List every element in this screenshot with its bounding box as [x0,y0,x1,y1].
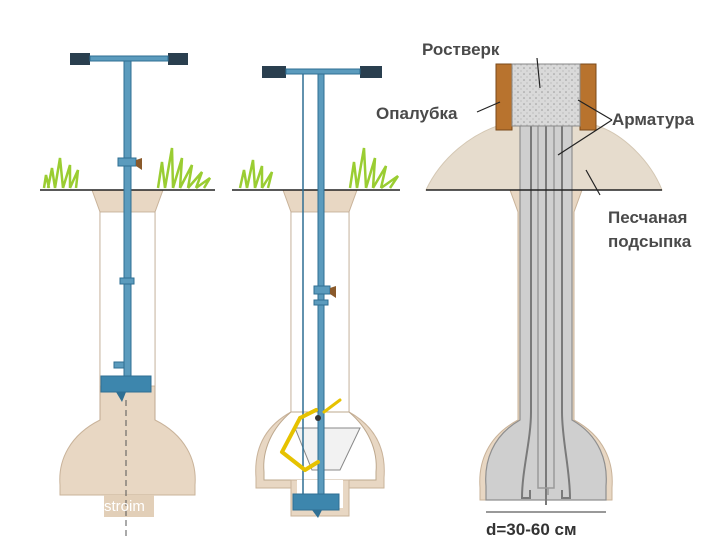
hinge-pin-2 [315,415,321,421]
label-sand-line1: Песчаная [608,208,688,227]
grass-right-1 [156,147,212,190]
formwork-left [495,63,513,131]
handle-grip-right-2 [360,66,382,78]
leader-rostverk [536,57,541,89]
label-sand-line2: подсыпка [608,232,692,251]
pile-cap [511,63,581,127]
handle-grip-right-1 [168,53,188,65]
grass-left-1 [42,157,80,189]
rebar-center [537,100,555,495]
grass-left-2 [238,159,274,189]
label-armatura: Арматура [612,110,695,129]
cone-2 [294,427,361,471]
handle-grip-left-1 [70,53,90,65]
watermark: stroim [104,498,145,515]
label-opalubka: Опалубка [376,104,458,123]
formwork-right [579,63,597,131]
handle-bar-1 [89,55,169,62]
clamp-screw-1 [136,158,142,170]
label-rostverk: Ростверк [422,40,500,59]
leader-sand [585,169,601,196]
drill-tip-1 [116,392,126,402]
rebar [520,100,572,505]
panel-pile [425,57,663,513]
leader-armatura-1 [577,99,613,121]
clamp-1 [117,157,137,167]
leader-opalubka [476,101,501,113]
coupling-1 [119,277,135,285]
drill-tip-2 [312,510,322,518]
drill-bucket-2 [292,493,340,511]
panel-expansion [232,66,400,518]
bottom-block-1 [104,495,154,517]
blade-tab-1 [113,361,125,369]
label-diameter: d=30-60 см [484,520,579,540]
clamp-2 [313,285,331,295]
leader-armatura-2 [557,119,613,156]
handle-bar-2 [285,68,361,75]
bell-1 [99,386,156,420]
collar-2 [313,299,329,306]
panel-drilling [40,53,215,540]
auger-rod-1 [123,60,132,382]
grass-right-2 [348,147,400,190]
hinge-arm-right-2 [322,398,342,414]
handle-grip-left-2 [262,66,286,78]
clamp-screw-2 [330,286,336,298]
hinge-arms-2 [280,408,320,472]
drill-bucket-1 [100,375,152,393]
